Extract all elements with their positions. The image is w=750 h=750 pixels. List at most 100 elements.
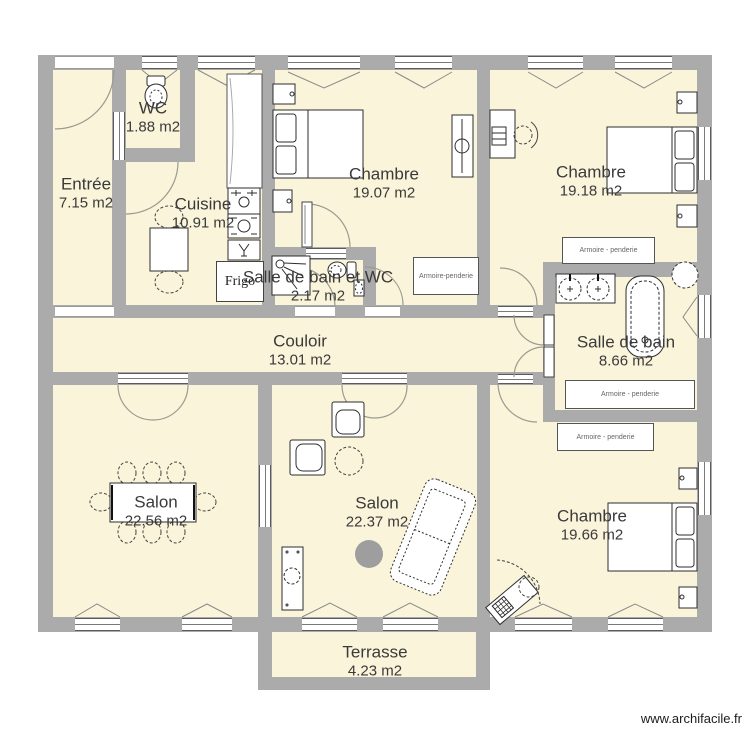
- wall-pass-opening[interactable]: [259, 465, 271, 527]
- window[interactable]: [615, 56, 672, 69]
- mirror-icon[interactable]: [451, 114, 474, 178]
- round-table-icon[interactable]: [334, 446, 364, 476]
- window[interactable]: [288, 56, 360, 69]
- wardrobe[interactable]: Armoire - penderie: [562, 237, 655, 264]
- sofa-icon[interactable]: [387, 476, 478, 598]
- nightstand-icon[interactable]: [676, 91, 698, 114]
- window[interactable]: [198, 56, 255, 69]
- double-door-opening-salon-2[interactable]: [342, 373, 407, 384]
- door-arc-chambre-1918[interactable]: [499, 267, 538, 306]
- door-opening-chambre-1907[interactable]: [365, 306, 400, 317]
- window[interactable]: [182, 618, 232, 631]
- bed-icon[interactable]: [606, 126, 698, 194]
- armchair-icon[interactable]: [331, 401, 365, 438]
- dining-set[interactable]: [89, 461, 217, 544]
- double-sink-icon[interactable]: [555, 273, 616, 304]
- wall-sdbwc-right[interactable]: [363, 247, 376, 318]
- door-arc-chambre-1907[interactable]: [364, 266, 404, 306]
- chair-icon[interactable]: [154, 270, 184, 294]
- pouf-icon[interactable]: [355, 540, 383, 568]
- dishwasher-icon[interactable]: [227, 239, 261, 261]
- chair-icon[interactable]: [518, 576, 540, 598]
- kitchen-table-set[interactable]: [149, 205, 189, 294]
- nightstand-icon[interactable]: [678, 586, 698, 609]
- door-arc-sdb-left[interactable]: [513, 314, 545, 346]
- door-leaf[interactable]: [543, 346, 555, 378]
- chair-icon[interactable]: [117, 461, 137, 485]
- door-opening-chambre-1918[interactable]: [498, 306, 533, 317]
- door-leaf[interactable]: [301, 201, 313, 248]
- desk-icon[interactable]: [489, 109, 516, 159]
- wall-chambre1918-sdb[interactable]: [543, 262, 712, 277]
- door-arc-ensuite[interactable]: [306, 203, 351, 248]
- bed-icon[interactable]: [607, 502, 698, 572]
- chair-icon[interactable]: [89, 492, 113, 512]
- door-opening-ensuite[interactable]: [306, 248, 346, 259]
- armchair-icon[interactable]: [289, 439, 326, 476]
- door-arc-salon2-right[interactable]: [374, 384, 408, 419]
- window[interactable]: [515, 618, 572, 631]
- door-arc-chambre-1966[interactable]: [497, 382, 538, 423]
- door-arc-cuisine[interactable]: [125, 161, 179, 215]
- chair-icon[interactable]: [513, 121, 539, 149]
- window[interactable]: [698, 295, 711, 338]
- door-opening-chambre-1966[interactable]: [498, 374, 533, 384]
- wardrobe[interactable]: Armoire-penderie: [413, 257, 479, 295]
- chair-icon[interactable]: [142, 461, 162, 485]
- chair-icon[interactable]: [193, 492, 217, 512]
- door-opening-wc[interactable]: [113, 112, 125, 160]
- nightstand-icon[interactable]: [678, 467, 698, 490]
- window[interactable]: [608, 618, 663, 631]
- double-door-opening-salon-1[interactable]: [118, 373, 188, 384]
- window[interactable]: [528, 56, 583, 69]
- wall-chambres-divider[interactable]: [477, 70, 490, 313]
- wardrobe[interactable]: Armoire - penderie: [565, 380, 695, 409]
- toilet-icon[interactable]: [144, 75, 168, 109]
- sink-icon[interactable]: [353, 279, 365, 297]
- table-icon[interactable]: [109, 482, 197, 523]
- door-opening-sdbwc[interactable]: [295, 306, 335, 317]
- room-floor-terrasse[interactable]: [272, 632, 476, 677]
- stove-icon[interactable]: [227, 213, 261, 239]
- fridge[interactable]: Frigo: [216, 261, 264, 302]
- desk-icon[interactable]: [485, 574, 539, 626]
- chair-icon[interactable]: [166, 461, 186, 485]
- double-door-opening-sdb[interactable]: [544, 315, 554, 377]
- door-arc-entrance[interactable]: [54, 69, 115, 130]
- door-opening-entree-couloir[interactable]: [55, 306, 114, 317]
- window[interactable]: [395, 56, 452, 69]
- wall-sdb-chambre1966[interactable]: [543, 410, 712, 422]
- table-icon[interactable]: [149, 227, 189, 272]
- radiator-icon[interactable]: [281, 546, 304, 611]
- nightstand-icon[interactable]: [676, 204, 698, 228]
- bathtub-icon[interactable]: [625, 275, 665, 358]
- wall-terrasse-left[interactable]: [258, 632, 272, 677]
- desk-with-chair[interactable]: [485, 559, 541, 626]
- kitchen-counter[interactable]: [226, 73, 263, 189]
- window[interactable]: [75, 618, 120, 631]
- nightstand-icon[interactable]: [272, 83, 296, 105]
- chair-icon[interactable]: [154, 205, 184, 229]
- toilet-icon[interactable]: [327, 261, 357, 279]
- wall-outer-left[interactable]: [38, 70, 53, 632]
- wall-terrasse-right[interactable]: [476, 632, 490, 677]
- shower-icon[interactable]: [271, 255, 311, 296]
- window[interactable]: [142, 56, 177, 69]
- wall-wc-right[interactable]: [180, 70, 195, 162]
- door-leaf[interactable]: [543, 314, 555, 346]
- wall-wc-bottom[interactable]: [112, 148, 195, 162]
- door-arc-salon1-left[interactable]: [117, 384, 154, 421]
- window-sliding[interactable]: [383, 618, 438, 631]
- room-floor-chambre-1918[interactable]: [490, 262, 543, 305]
- laundry-basket-icon[interactable]: [671, 261, 699, 289]
- door-arc-salon1-right[interactable]: [152, 384, 189, 421]
- nightstand-icon[interactable]: [272, 189, 293, 213]
- bed-icon[interactable]: [272, 109, 364, 179]
- window-sliding[interactable]: [302, 618, 357, 631]
- wardrobe[interactable]: Armoire - penderie: [557, 423, 654, 451]
- window[interactable]: [698, 127, 711, 180]
- door-arc-sdb-right[interactable]: [513, 346, 545, 378]
- window[interactable]: [698, 462, 711, 515]
- wall-terrasse-bottom[interactable]: [258, 677, 490, 690]
- door-opening-entrance[interactable]: [55, 56, 114, 69]
